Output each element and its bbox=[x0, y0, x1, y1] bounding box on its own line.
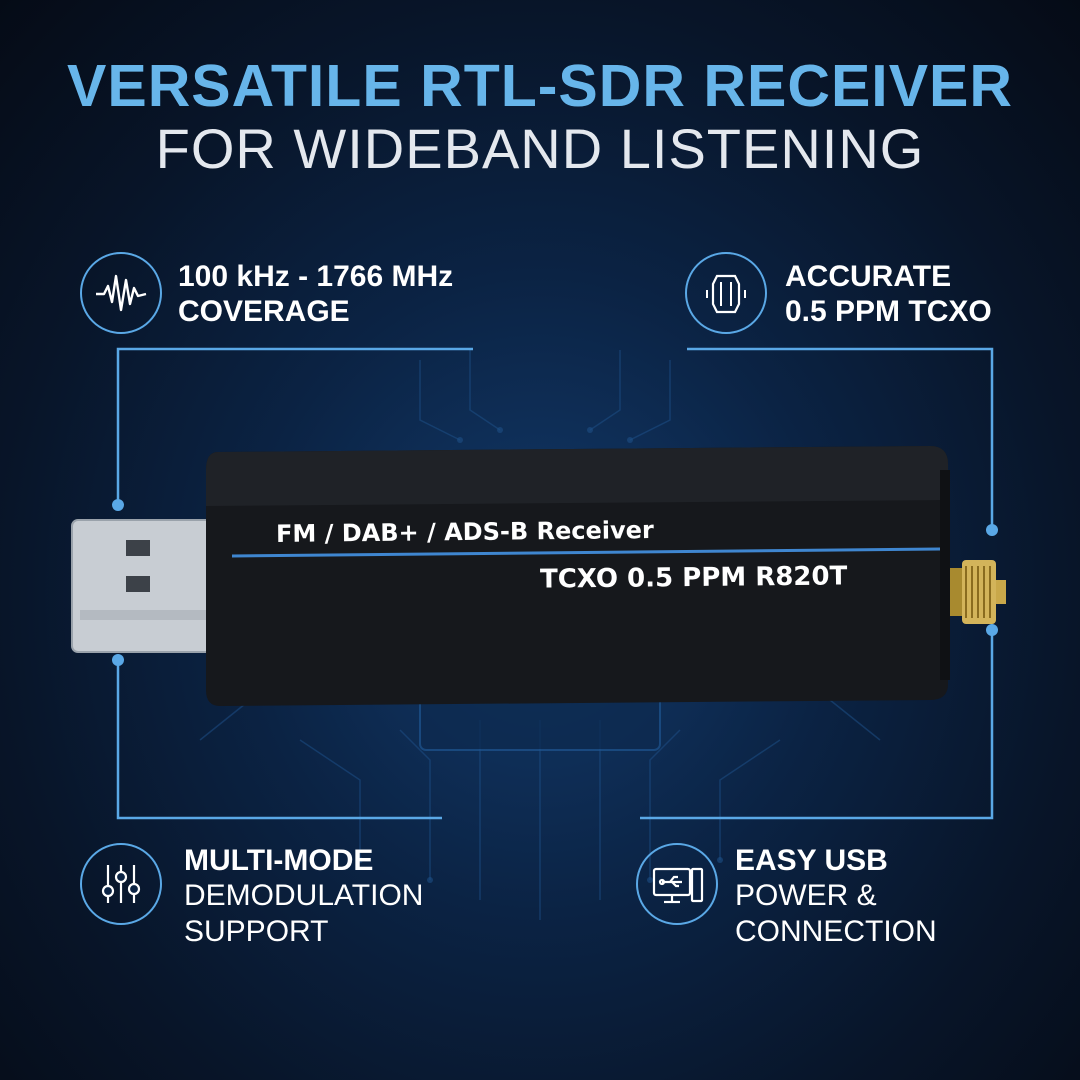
sma-connector bbox=[950, 560, 1006, 624]
headline-line1: VERSATILE RTL-SDR RECEIVER bbox=[66, 53, 1014, 119]
demodulation-line3: SUPPORT bbox=[184, 914, 329, 948]
feature-coverage: 100 kHz - 1766 MHz COVERAGE bbox=[178, 259, 453, 330]
demodulation-line1: MULTI-MODE bbox=[184, 844, 374, 877]
usb-line3: CONNECTION bbox=[735, 914, 937, 948]
usb-computer-icon bbox=[636, 843, 718, 925]
usb-plug bbox=[71, 519, 223, 653]
receiver-body bbox=[206, 446, 950, 706]
callout-lines bbox=[116, 347, 994, 820]
crystal-icon bbox=[685, 252, 767, 334]
device-label-line1: FM / DAB+ / ADS-B Receiver bbox=[275, 516, 654, 548]
accuracy-line1: ACCURATE bbox=[785, 260, 952, 293]
waveform-icon bbox=[80, 252, 162, 334]
usb-line1: EASY USB bbox=[735, 844, 888, 877]
sliders-icon bbox=[80, 843, 162, 925]
usb-line2: POWER & bbox=[735, 879, 877, 913]
headline-line2: FOR WIDEBAND LISTENING bbox=[155, 117, 925, 180]
coverage-line2: COVERAGE bbox=[178, 295, 350, 329]
device-label-line2: TCXO 0.5 PPM R820T bbox=[539, 561, 848, 595]
feature-demodulation: MULTI-MODE DEMODULATION SUPPORT bbox=[184, 843, 423, 949]
accuracy-line2: 0.5 PPM TCXO bbox=[785, 295, 992, 329]
coverage-line1: 100 kHz - 1766 MHz bbox=[178, 260, 454, 293]
feature-accuracy: ACCURATE 0.5 PPM TCXO bbox=[785, 259, 992, 330]
demodulation-line2: DEMODULATION bbox=[184, 879, 424, 913]
feature-usb: EASY USB POWER & CONNECTION bbox=[735, 843, 937, 949]
